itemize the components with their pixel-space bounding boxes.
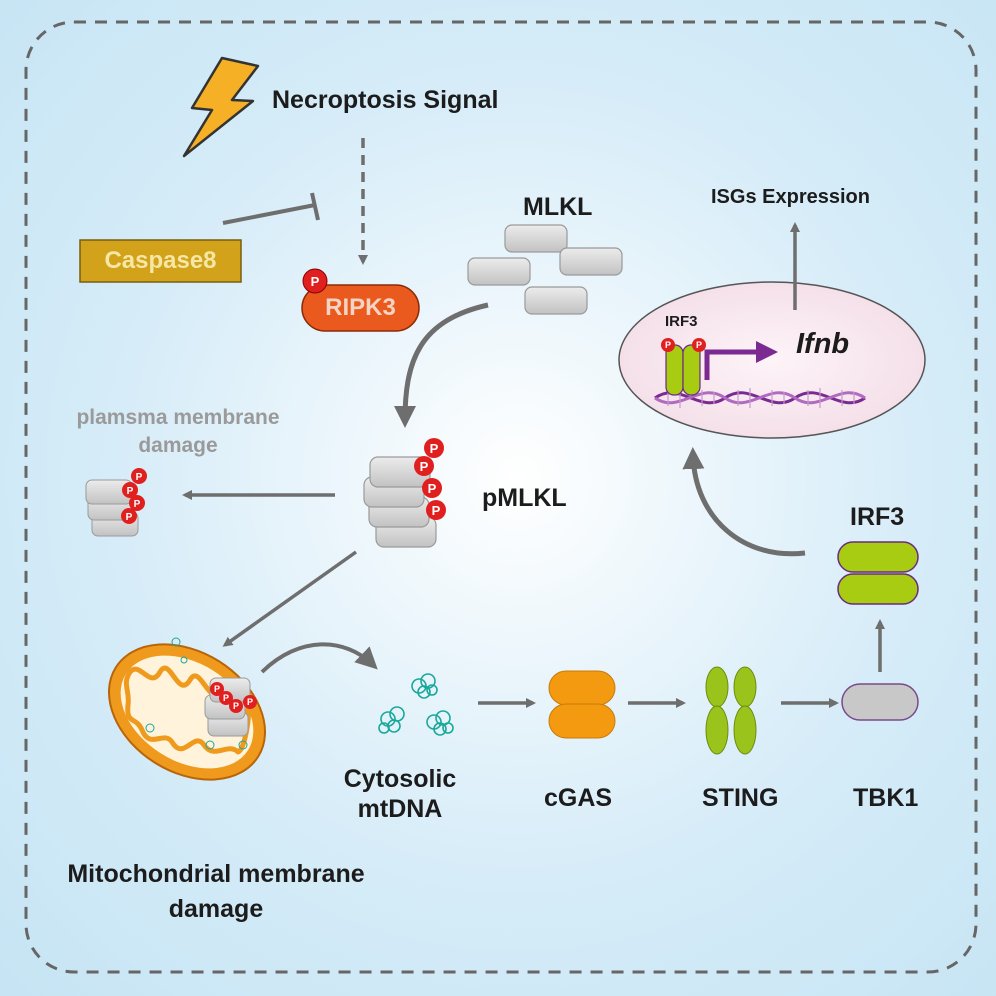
- svg-text:P: P: [233, 701, 239, 711]
- necroptosis-signal-label: Necroptosis Signal: [272, 86, 499, 114]
- caspase8-box: [79, 239, 242, 283]
- sting-icon: [705, 666, 757, 755]
- tbk1-icon: [841, 683, 919, 721]
- plasma-membrane-oligomer: P P P P: [85, 468, 147, 537]
- svg-text:P: P: [127, 486, 134, 497]
- pmlkl-oligomer: P P P P: [363, 438, 446, 548]
- svg-text:P: P: [430, 441, 439, 456]
- pmlkl-to-mito-arrow: [222, 550, 358, 647]
- caspase8-inhibition: [222, 192, 320, 225]
- lightning-icon: [182, 56, 260, 158]
- svg-text:P: P: [311, 274, 320, 289]
- pirf3-dimer-icon: P P: [661, 338, 706, 396]
- irf3-dimer-icon: [837, 541, 919, 605]
- svg-text:P: P: [432, 503, 441, 518]
- svg-text:P: P: [665, 340, 671, 350]
- svg-text:P: P: [428, 481, 437, 496]
- ripk3-label: RIPK3: [325, 294, 396, 321]
- svg-text:P: P: [126, 512, 133, 523]
- svg-text:P: P: [696, 340, 702, 350]
- svg-text:P: P: [223, 693, 229, 703]
- cgas-icon: [548, 670, 616, 739]
- caspase8-label: Caspase8: [104, 247, 217, 274]
- svg-text:P: P: [136, 472, 143, 483]
- pmlkl-label: pMLKL: [482, 484, 567, 512]
- cgas-label: cGAS: [544, 784, 613, 812]
- tbk1-label: TBK1: [853, 784, 919, 812]
- ripk3-box: [301, 284, 420, 332]
- plasma-membrane-damage-label: plamsma membrane damage: [76, 406, 280, 457]
- mitochondrion-icon: P P P P: [107, 637, 267, 781]
- mlkl-monomers: [467, 224, 623, 315]
- mlkl-to-pmlkl-arrow: [394, 302, 489, 428]
- mitochondrial-membrane-damage-label: Mitochondrial membrane damage: [67, 860, 365, 923]
- cytosolic-mtdna-label: Cytosolic mtDNA: [343, 765, 457, 823]
- irf3-label: IRF3: [850, 503, 905, 531]
- transcription-arrow: [704, 341, 778, 380]
- ripk3-phospho-icon: P: [302, 268, 328, 294]
- svg-text:P: P: [214, 684, 220, 694]
- sting-label: STING: [702, 784, 779, 812]
- mito-to-mtdna-arrow: [260, 642, 378, 674]
- ifnb-label: Ifnb: [796, 328, 850, 360]
- cell-boundary: [24, 20, 978, 974]
- pmlkl-phospho-icons: P P P P: [414, 438, 446, 520]
- mlkl-label: MLKL: [523, 193, 593, 221]
- nucleus-irf3-label: IRF3: [665, 313, 698, 330]
- isgs-expression-label: ISGs Expression: [711, 186, 870, 208]
- nucleus: [618, 281, 926, 439]
- mtdna-icon: [378, 673, 454, 736]
- svg-text:P: P: [134, 499, 141, 510]
- svg-text:P: P: [247, 697, 253, 707]
- svg-text:P: P: [420, 459, 429, 474]
- irf3-to-nucleus-arrow: [682, 447, 806, 557]
